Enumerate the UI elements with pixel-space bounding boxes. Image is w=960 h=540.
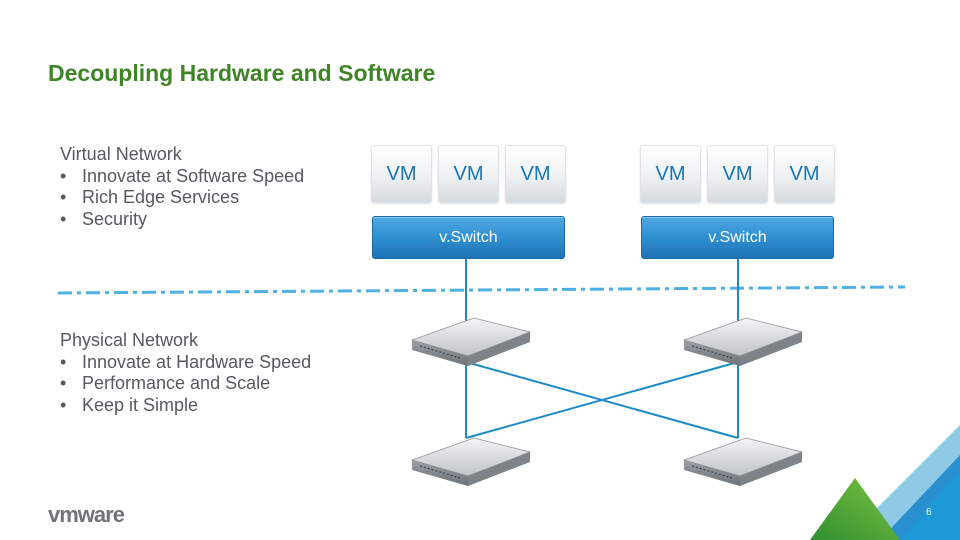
bullet-icon: •	[60, 351, 67, 372]
bullet-icon: •	[60, 208, 67, 229]
vm-box: VM	[774, 145, 835, 203]
vm-box: VM	[438, 145, 499, 203]
page-number: 6	[926, 507, 932, 518]
vswitch-left: v.Switch	[372, 216, 565, 259]
bullet-item: • Security	[60, 209, 304, 231]
physical-network-text: Physical Network • Innovate at Hardware S…	[60, 330, 311, 416]
bullet-item: • Keep it Simple	[60, 395, 311, 417]
bullet-text: Innovate at Software Speed	[82, 165, 305, 186]
bullet-text: Innovate at Hardware Speed	[82, 351, 312, 372]
physical-network-heading: Physical Network	[60, 330, 199, 350]
link-cross-2	[465, 361, 739, 439]
bullet-item: • Rich Edge Services	[60, 187, 304, 209]
layer-divider	[57, 285, 906, 295]
physical-switch	[410, 317, 532, 366]
corner-triangle-teal	[900, 470, 960, 540]
bullet-text: Rich Edge Services	[82, 187, 240, 207]
physical-network-bullets: • Innovate at Hardware Speed • Performance…	[60, 352, 311, 417]
slide-title: Decoupling Hardware and Software	[48, 60, 436, 86]
vm-box: VM	[371, 145, 432, 203]
bullet-text: Performance and Scale	[82, 373, 271, 393]
virtual-network-bullets: • Innovate at Software Speed • Rich Edge S…	[60, 166, 304, 231]
vm-box: VM	[707, 145, 768, 203]
bullet-icon: •	[60, 187, 67, 207]
vm-box: VM	[505, 145, 566, 203]
bullet-item: • Performance and Scale	[60, 373, 311, 395]
vm-box: VM	[640, 145, 701, 203]
bullet-icon: •	[60, 165, 67, 186]
bullet-icon: •	[60, 394, 67, 415]
vmware-logo: vmware	[48, 502, 125, 527]
bullet-text: Security	[82, 208, 148, 229]
physical-switch	[410, 437, 532, 486]
virtual-network-text: Virtual Network • Innovate at Software Sp…	[60, 144, 304, 230]
bullet-item: • Innovate at Hardware Speed	[60, 352, 311, 374]
physical-switch	[682, 317, 804, 366]
corner-triangle-green	[810, 478, 900, 540]
bullet-icon: •	[60, 373, 67, 393]
vswitch-right: v.Switch	[641, 216, 834, 259]
physical-switch	[682, 437, 804, 486]
virtual-network-heading: Virtual Network	[60, 144, 182, 164]
bullet-item: • Innovate at Software Speed	[60, 166, 304, 188]
bullet-text: Keep it Simple	[82, 394, 199, 415]
